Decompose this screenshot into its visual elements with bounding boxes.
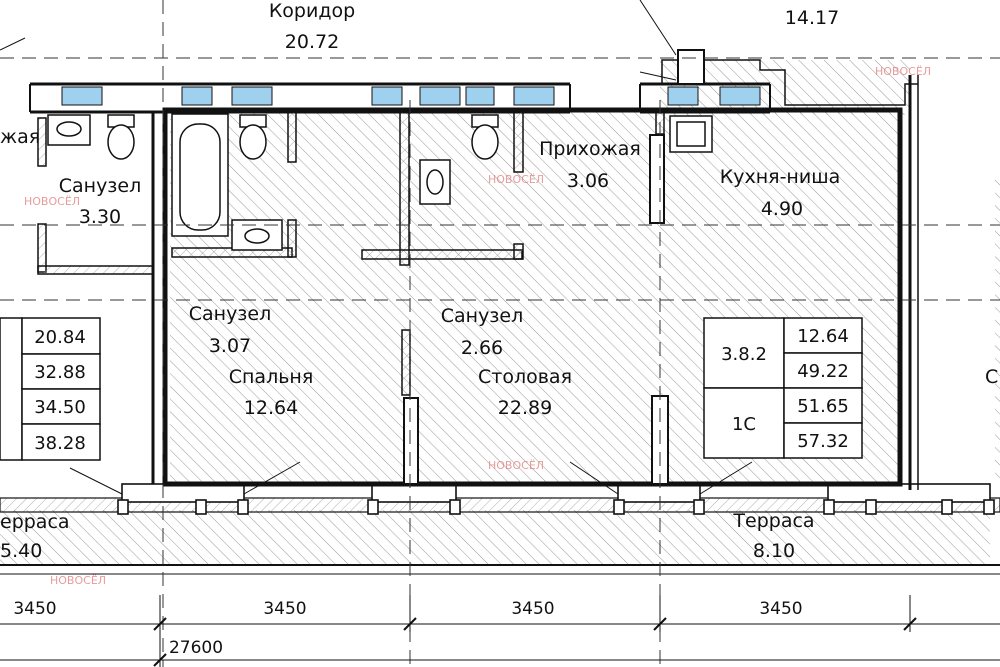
dimension-segment: 3450 bbox=[263, 599, 306, 619]
terrace-left-area: 5.40 bbox=[0, 540, 42, 562]
top-area: 14.17 bbox=[785, 7, 839, 29]
room-labels: Коридор 20.72 14.17 жая Санузел 3.30 Сан… bbox=[0, 0, 998, 562]
apartment-table: 3.8.2 1С 12.64 49.22 51.65 57.32 bbox=[703, 317, 863, 459]
bath2-name: Санузел bbox=[441, 305, 524, 327]
left-area-table: 20.84 32.88 34.50 38.28 bbox=[0, 317, 101, 461]
bath1-name: Санузел bbox=[189, 303, 272, 325]
terrace-railing bbox=[0, 497, 1000, 575]
hallway-name: Прихожая bbox=[539, 138, 641, 160]
apartment-code: 3.8.2 bbox=[721, 344, 767, 365]
apartment-area-cell: 51.65 bbox=[797, 396, 849, 417]
apartment-area-cell: 57.32 bbox=[797, 431, 849, 452]
left-table-cell: 38.28 bbox=[34, 433, 86, 454]
watermark-logo: НОВОСЁЛ bbox=[488, 173, 544, 186]
bath-left-area: 3.30 bbox=[79, 206, 121, 228]
watermarks: НОВОСЁЛ НОВОСЁЛ НОВОСЁЛ НОВОСЁЛ НОВОСЁЛ bbox=[24, 65, 931, 587]
dimension-lines bbox=[0, 595, 1000, 667]
dimension-segment: 3450 bbox=[511, 599, 554, 619]
right-partial: С bbox=[985, 366, 998, 388]
terrace-left-name: ерраса bbox=[0, 511, 70, 533]
window-units bbox=[117, 483, 995, 515]
floor-hatching bbox=[0, 60, 1000, 565]
dimension-total: 27600 bbox=[169, 638, 223, 658]
watermark-logo: НОВОСЁЛ bbox=[50, 574, 106, 587]
left-table-cell: 34.50 bbox=[34, 397, 86, 418]
hall-left-partial: жая bbox=[0, 126, 40, 148]
kitchen-name: Кухня-ниша bbox=[720, 166, 841, 188]
bath2-area: 2.66 bbox=[461, 337, 503, 359]
watermark-logo: НОВОСЁЛ bbox=[875, 65, 931, 78]
corridor-area: 20.72 bbox=[285, 31, 339, 53]
watermark-logo: НОВОСЁЛ bbox=[488, 459, 544, 472]
dimension-segment: 3450 bbox=[759, 599, 802, 619]
dining-area: 22.89 bbox=[498, 397, 552, 419]
left-table-cell: 32.88 bbox=[34, 362, 86, 383]
bedroom-name: Спальня bbox=[229, 366, 314, 388]
sanitary-fixtures bbox=[47, 113, 713, 251]
terrace-name: Терраса bbox=[732, 510, 814, 532]
dining-name: Столовая bbox=[478, 366, 572, 388]
bedroom-area: 12.64 bbox=[244, 397, 298, 419]
apartment-area-cell: 49.22 bbox=[797, 361, 849, 382]
terrace-area: 8.10 bbox=[753, 540, 795, 562]
hallway-area: 3.06 bbox=[567, 170, 609, 192]
left-table-cell: 20.84 bbox=[34, 327, 86, 348]
window-leader-lines bbox=[69, 461, 753, 495]
kitchen-area: 4.90 bbox=[761, 198, 803, 220]
bath1-area: 3.07 bbox=[209, 335, 251, 357]
wall-fixtures bbox=[61, 86, 761, 106]
corridor-name: Коридор bbox=[269, 0, 355, 22]
apartment-type: 1С bbox=[732, 414, 756, 435]
bath-left-name: Санузел bbox=[59, 175, 142, 197]
apartment-area-cell: 12.64 bbox=[797, 326, 849, 347]
dimension-segment: 3450 bbox=[13, 599, 56, 619]
watermark-logo: НОВОСЁЛ bbox=[24, 195, 80, 208]
